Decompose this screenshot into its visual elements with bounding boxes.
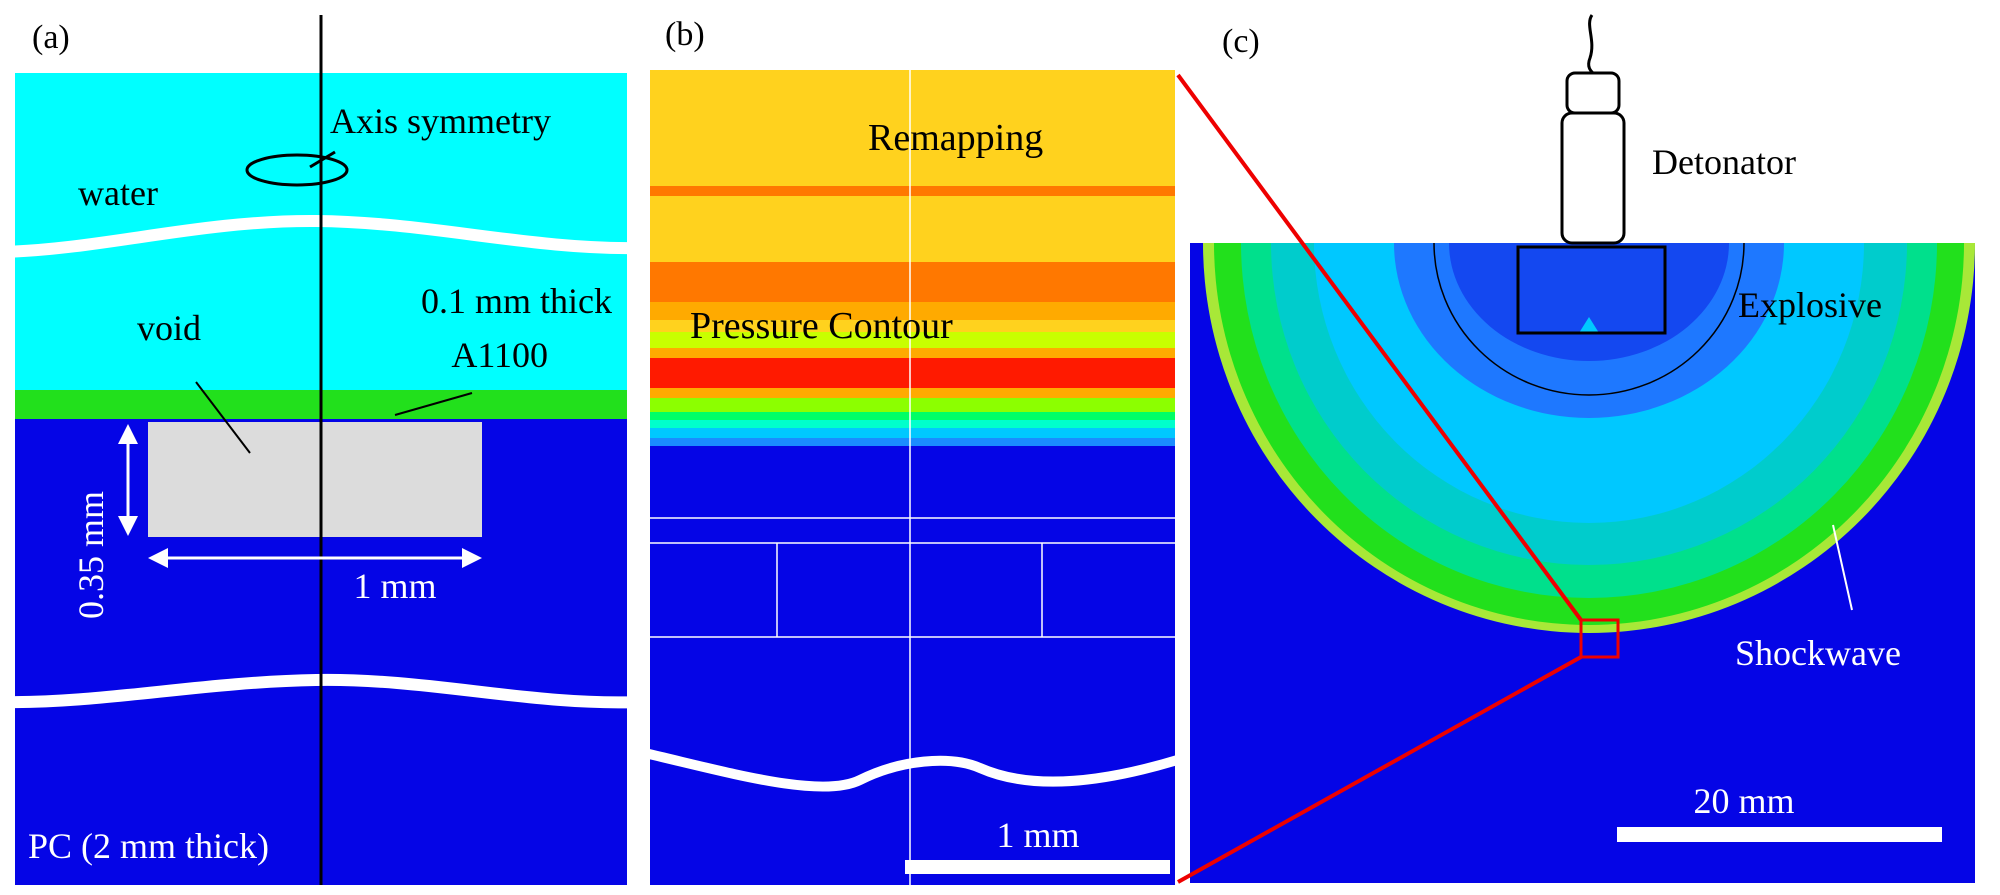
shockwave-simulation [1190,243,1975,883]
zoom-region-box [1579,618,1620,659]
void-region [148,422,482,537]
scale-label-c: 20 mm [1693,781,1794,821]
zoom-connector-lines [1176,73,1583,884]
break-line-pc [15,673,627,709]
scale-bar-c [1617,827,1942,842]
void-leader-line [195,381,251,454]
explosive-charge [1516,245,1667,335]
scale-label-b: 1 mm [996,815,1079,855]
plate-thickness-label: 0.1 mm thick [421,281,612,321]
shockwave-label: Shockwave [1735,633,1901,673]
void-label: void [137,308,201,348]
plate-leader-line [394,392,473,416]
panel-a: (a) Axis symmetry water void 0.1 mm thic… [15,15,627,885]
panel-a-label: (a) [32,19,70,56]
panel-c-label: (c) [1222,23,1260,60]
break-line-b [650,749,1175,792]
width-label: 1 mm [353,566,436,606]
break-line-water [15,214,627,258]
detonator-device [1560,14,1626,245]
remapping-label: Remapping [868,117,1043,159]
water-label: water [78,173,158,213]
depth-label: 0.35 mm [71,491,111,619]
pc-label: PC (2 mm thick) [28,826,269,866]
pressure-contour-map [650,70,1175,885]
panel-b: (b) [650,16,1175,885]
panel-b-label: (b) [665,16,705,53]
plate-material-label: A1100 [451,335,548,375]
detonator-label: Detonator [1652,142,1796,182]
explosive-label: Explosive [1738,285,1882,325]
pressure-contour-label: Pressure Contour [690,305,953,347]
rotation-ellipse [245,153,349,187]
depth-dimension-arrow [118,424,138,536]
panel-c: (c) Detonator Explosive Shockwave 20 mm [1190,14,1975,883]
shockwave-leader-line [1832,524,1853,611]
rotation-arrowhead [309,150,336,169]
width-dimension-arrow [148,548,482,568]
axis-symmetry-label: Axis symmetry [330,101,551,141]
scale-bar-b [905,860,1170,874]
